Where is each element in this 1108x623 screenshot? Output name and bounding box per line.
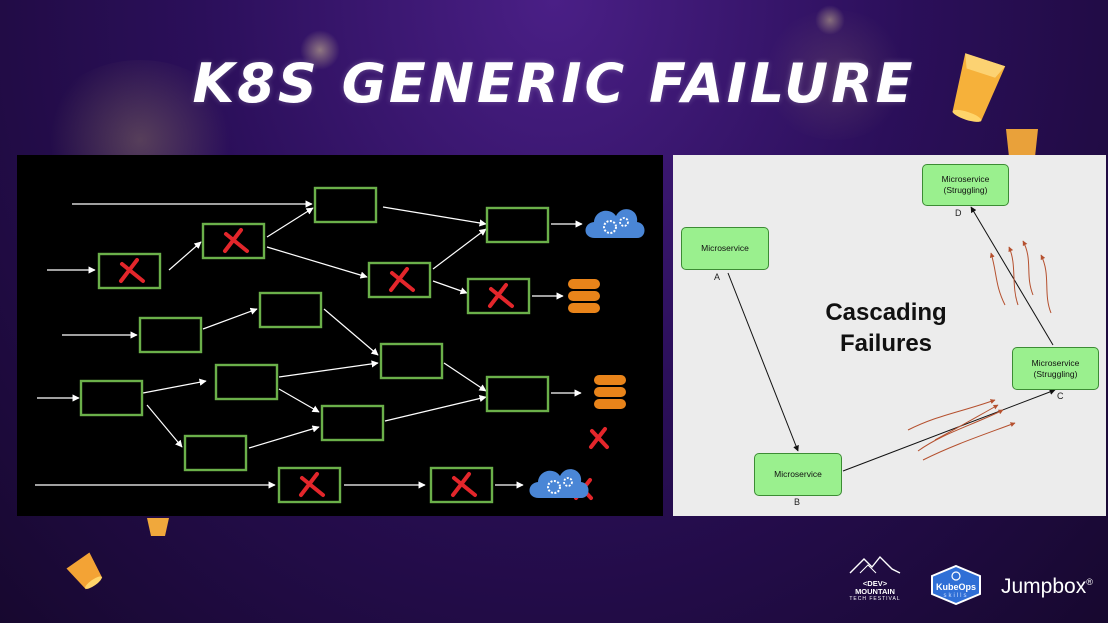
flow-arrow: [382, 206, 487, 227]
service-box: [183, 434, 248, 472]
service-box: [79, 379, 144, 417]
flow-arrow: [142, 378, 207, 394]
cascade-arrow: [842, 389, 1056, 472]
kubeops-skills-logo: KubeOps skills: [927, 565, 985, 605]
service-box: [258, 291, 323, 329]
devmountain-logo: <DEV> MOUNTAIN TECH FESTIVAL: [846, 555, 904, 615]
service-box: [429, 466, 494, 504]
flow-arrow: [202, 307, 258, 330]
failure-x-icon: [299, 472, 325, 497]
service-box: [485, 375, 550, 413]
cascade-arrow: [970, 206, 1054, 346]
pressure-wave: [934, 404, 999, 441]
cloud-gear-icon: [585, 209, 645, 238]
registered-mark: ®: [1086, 577, 1093, 587]
background-glow: [815, 5, 845, 35]
flow-arrow: [443, 362, 487, 392]
failure-x-icon: [223, 228, 249, 253]
lantern-decoration: [1006, 129, 1038, 157]
service-box: [138, 316, 203, 354]
microservice-c-box: Microservice (Struggling): [1012, 347, 1099, 390]
kubeops-skills-text: skills: [943, 593, 969, 599]
microservice-b-box: Microservice: [754, 453, 842, 496]
flow-arrow: [432, 228, 487, 270]
flow-arrow: [248, 425, 320, 449]
lantern-decoration: [147, 518, 169, 536]
database-icon: [594, 375, 626, 409]
database-icon: [568, 279, 600, 313]
microservice-a-label: A: [714, 272, 721, 282]
flow-arrow: [432, 280, 468, 295]
pressure-wave: [1040, 254, 1052, 314]
pressure-wave: [1008, 246, 1019, 306]
service-box: [277, 466, 342, 504]
pressure-wave: [907, 399, 996, 431]
flow-arrow: [168, 241, 202, 271]
microservice-a-box: Microservice: [681, 227, 769, 270]
flow-arrow: [266, 207, 314, 238]
failure-graph-panel: [17, 155, 663, 516]
service-box: [97, 252, 162, 290]
flow-arrow: [278, 360, 379, 378]
service-box: [313, 186, 378, 224]
failure-x-icon: [119, 258, 145, 283]
service-box: [466, 277, 531, 315]
failure-graph-diagram: [35, 186, 645, 504]
service-box: [214, 363, 279, 401]
devmountain-dev-text: <DEV>: [862, 579, 888, 588]
flow-arrow: [278, 388, 320, 413]
service-box: [320, 404, 385, 442]
kubeops-badge-icon: [931, 565, 981, 605]
flow-arrow: [323, 308, 379, 356]
kubeops-text: KubeOps: [935, 582, 976, 592]
pressure-wave: [917, 409, 1004, 452]
service-box: [485, 206, 550, 244]
flow-arrow: [146, 404, 183, 448]
devmountain-mountain-text: MOUNTAIN: [855, 587, 895, 596]
devmountain-tagline: TECH FESTIVAL: [849, 596, 901, 602]
cascading-failures-title: Cascading Failures: [825, 299, 947, 357]
pressure-wave: [989, 252, 1006, 306]
cascade-arrow: [727, 272, 799, 452]
lantern-decoration: [952, 53, 1006, 122]
mountain-icon: [849, 555, 901, 574]
microservice-d-label: D: [955, 208, 962, 218]
slide-title: K8s generic failure: [192, 52, 916, 115]
failure-x-icon: [389, 267, 415, 292]
cascade-arrows: [727, 206, 1056, 472]
failure-x-icon: [488, 283, 514, 308]
microservice-c-label: C: [1057, 391, 1064, 401]
service-box: [367, 261, 432, 299]
failure-x-icon: [589, 427, 609, 449]
lantern-decoration: [66, 552, 103, 590]
flow-arrow: [266, 246, 368, 279]
pressure-wave: [1022, 240, 1034, 296]
service-box: [379, 342, 444, 380]
cloud-gear-icon: [529, 469, 589, 498]
microservice-d-box: Microservice (Struggling): [922, 164, 1009, 206]
jumpbox-logo: Jumpbox®: [1001, 575, 1093, 599]
failure-x-icon: [451, 472, 477, 497]
microservice-b-label: B: [794, 497, 801, 507]
flow-arrow: [384, 394, 487, 422]
cascading-failures-panel: Microservice A Microservice B Microservi…: [673, 155, 1106, 516]
service-box: [201, 222, 266, 260]
jumpbox-text: Jumpbox: [1001, 575, 1087, 598]
pressure-wave: [922, 422, 1016, 461]
